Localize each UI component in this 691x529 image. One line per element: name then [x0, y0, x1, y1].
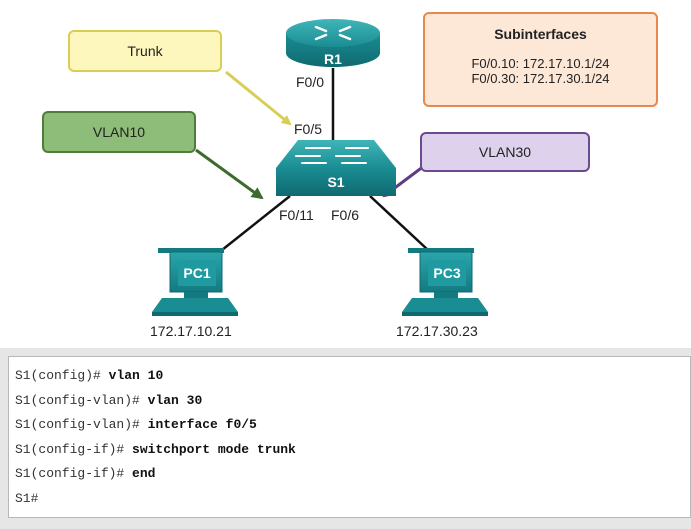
router-port-label: F0/0 [296, 74, 325, 90]
switch-name: S1 [327, 174, 344, 190]
router-name: R1 [324, 51, 342, 67]
cli-command: vlan 10 [108, 368, 164, 383]
subinterface-line: F0/0.10: 172.17.10.1/24 [471, 56, 610, 71]
cli-line: S1# [15, 487, 690, 512]
cli-line: S1(config)# vlan 10 [15, 364, 690, 389]
pc3-ip-label: 172.17.30.23 [396, 323, 478, 339]
cli-command: vlan 30 [147, 392, 203, 408]
vlan30-label: VLAN30 [478, 144, 532, 160]
pc1-name: PC1 [183, 265, 210, 281]
pc3-name: PC3 [433, 265, 460, 281]
vlan10-arrow [195, 148, 264, 200]
trunk-callout: Trunk [68, 30, 222, 72]
cli-prompt: S1(config-if)# [15, 466, 125, 481]
switch-icon: S1 [276, 140, 396, 196]
switch-port-pc3-label: F0/6 [331, 207, 360, 223]
link-s1-pc3 [369, 195, 429, 251]
cli-prompt: S1(config-if)# [15, 441, 125, 457]
subinterfaces-callout: Subinterfaces F0/0.10: 172.17.10.1/24 F0… [423, 12, 658, 107]
cli-command: switchport mode trunk [132, 441, 296, 457]
pc1-ip-label: 172.17.10.21 [150, 323, 232, 339]
cli-prompt: S1(config-vlan)# [15, 417, 140, 432]
cli-command: interface f0/5 [147, 417, 257, 432]
network-topology-diagram: R1 S1 PC1 PC3 [152, 19, 488, 316]
cli-panel: S1(config)# vlan 10 S1(config-vlan)# vla… [0, 348, 691, 529]
switch-port-pc1-label: F0/11 [279, 207, 314, 223]
cli-line: S1(config-if)# end [15, 462, 690, 487]
trunk-arrow [225, 70, 292, 126]
vlan30-callout: VLAN30 [420, 132, 590, 172]
subinterfaces-title: Subinterfaces [494, 26, 587, 42]
vlan10-label: VLAN10 [92, 124, 146, 140]
vlan10-callout: VLAN10 [42, 111, 196, 153]
cli-prompt: S1(config-vlan)# [15, 392, 140, 408]
router-icon: R1 [286, 19, 380, 67]
subinterface-line: F0/0.30: 172.17.30.1/24 [471, 71, 610, 86]
cli-command: end [132, 466, 156, 481]
cli-line: S1(config-vlan)# vlan 30 [15, 389, 690, 414]
pc1-icon: PC1 [152, 248, 238, 316]
cli-line: S1(config-vlan)# interface f0/5 [15, 413, 690, 438]
cli-prompt: S1# [15, 490, 39, 506]
switch-uplink-port-label: F0/5 [294, 121, 323, 137]
link-s1-pc1 [221, 195, 291, 251]
cli-line: S1(config-if)# switchport mode trunk [15, 438, 690, 463]
pc3-icon: PC3 [402, 248, 488, 316]
cli-prompt: S1(config)# [15, 368, 101, 383]
trunk-label: Trunk [127, 43, 163, 59]
cli-output: S1(config)# vlan 10 S1(config-vlan)# vla… [8, 356, 691, 518]
